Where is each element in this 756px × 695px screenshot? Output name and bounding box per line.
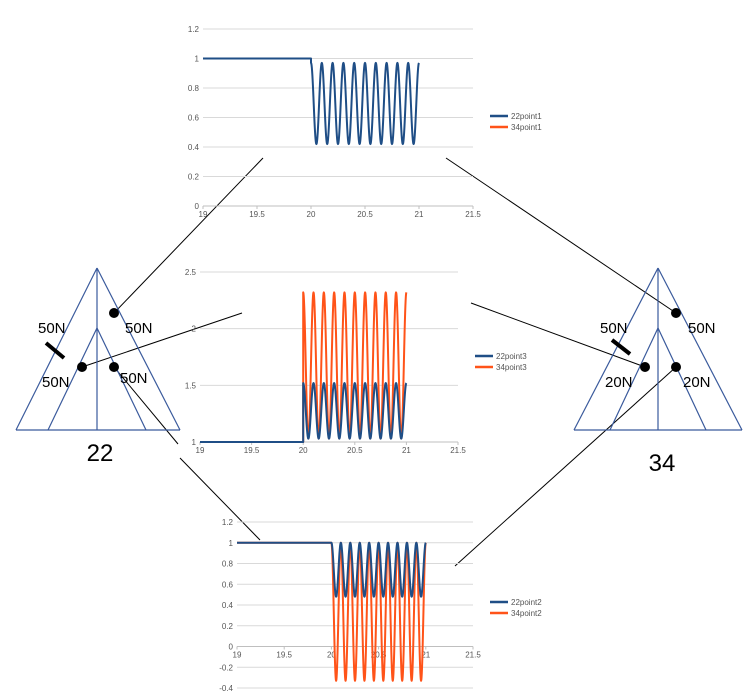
node-dot (109, 362, 119, 372)
y-tick-label: 2 (192, 325, 197, 334)
x-tick-label: 21.5 (450, 446, 466, 455)
x-tick-label: 21 (402, 446, 411, 455)
force-label: 50N (688, 320, 716, 337)
cut-marker (44, 341, 66, 360)
node-dot (109, 308, 119, 318)
force-label: 20N (605, 374, 633, 391)
chart-point3: 1 1.5 2 2.5 19 19.5 20 20.5 21 21.5 22point3 34poin… (185, 268, 527, 455)
force-label: 20N (683, 374, 711, 391)
y-tick-label: 0.4 (222, 601, 234, 610)
x-tick-label: 19 (199, 210, 208, 219)
legend-label: 22point2 (511, 598, 542, 607)
y-tick-label: 0 (229, 643, 234, 652)
x-tick-label: 20 (299, 446, 308, 455)
truss-member (15, 267, 98, 431)
cut-marker (610, 338, 632, 356)
x-tick-label: 20.5 (371, 651, 387, 660)
y-tick-label: 0.6 (188, 114, 200, 123)
truss-nodes-22 (77, 308, 119, 372)
series-line (237, 541, 427, 598)
diagram-title: 34 (649, 450, 676, 477)
connector-line (179, 457, 261, 541)
series-line (203, 57, 420, 146)
legend-label: 22point3 (496, 352, 527, 361)
node-dot (640, 362, 650, 372)
legend-label: 34point1 (511, 123, 542, 132)
legend-label: 34point2 (511, 609, 542, 618)
force-label: 50N (600, 320, 628, 337)
connector-lines (81, 157, 677, 567)
x-tick-label: 20 (307, 210, 316, 219)
truss-member (96, 267, 181, 431)
y-tick-label: 1 (229, 539, 234, 548)
y-tick-label: -0.2 (219, 663, 233, 672)
y-tick-label: 0.8 (222, 560, 234, 569)
y-tick-label: 1 (192, 438, 197, 447)
y-tick-label: 1.2 (188, 25, 200, 34)
y-tick-label: 1 (195, 55, 200, 64)
x-tick-label: 21 (415, 210, 424, 219)
force-label: 50N (42, 374, 70, 391)
truss-member (573, 267, 659, 431)
connector-line (454, 366, 677, 567)
legend-label: 22point1 (511, 112, 542, 121)
node-dot (671, 308, 681, 318)
y-tick-label: 0.8 (188, 84, 200, 93)
series-line (200, 382, 408, 443)
connector-line (81, 312, 243, 368)
legend-label: 34point3 (496, 363, 527, 372)
connector-line (445, 157, 677, 314)
truss-member (96, 327, 147, 431)
y-tick-label: 1.2 (222, 518, 234, 527)
truss-nodes-34 (640, 308, 681, 372)
connector-line (113, 366, 179, 445)
chart-point2: -0.4 -0.2 0 0.2 0.4 0.6 0.8 1 1.2 19 19.5 20 20.5 21 2… (219, 518, 542, 693)
x-tick-label: 19.5 (276, 651, 292, 660)
y-tick-label: 2.5 (185, 268, 197, 277)
truss-member (657, 267, 743, 431)
y-tick-label: 0 (195, 202, 200, 211)
connector-line (113, 157, 264, 314)
x-tick-label: 19 (196, 446, 205, 455)
x-tick-label: 19.5 (249, 210, 265, 219)
force-label: 50N (120, 370, 148, 387)
y-tick-label: 0.2 (222, 622, 234, 631)
x-tick-label: 20.5 (357, 210, 373, 219)
node-dot (77, 362, 87, 372)
truss-member (609, 327, 659, 431)
y-tick-label: 0.2 (188, 173, 200, 182)
y-tick-label: -0.4 (219, 684, 233, 693)
chart-point1: 0 0.2 0.4 0.6 0.8 1 1.2 19 19.5 20 20.5 21 21.5 22poi… (188, 25, 542, 219)
node-dot (671, 362, 681, 372)
connector-line (470, 302, 646, 368)
truss-diagram-22 (15, 267, 181, 431)
x-tick-label: 19.5 (244, 446, 260, 455)
x-tick-label: 21 (421, 651, 430, 660)
force-label: 50N (125, 320, 153, 337)
diagram-title: 22 (87, 440, 114, 467)
x-tick-label: 20 (327, 651, 336, 660)
force-label: 50N (38, 320, 66, 337)
truss-member (657, 327, 707, 431)
truss-member (47, 327, 98, 431)
x-tick-label: 21.5 (465, 210, 481, 219)
truss-diagram-34 (573, 267, 743, 431)
x-tick-label: 20.5 (347, 446, 363, 455)
x-tick-label: 21.5 (465, 651, 481, 660)
y-tick-label: 0.4 (188, 143, 200, 152)
y-tick-label: 0.6 (222, 580, 234, 589)
y-tick-label: 1.5 (185, 381, 197, 390)
x-tick-label: 19 (233, 651, 242, 660)
